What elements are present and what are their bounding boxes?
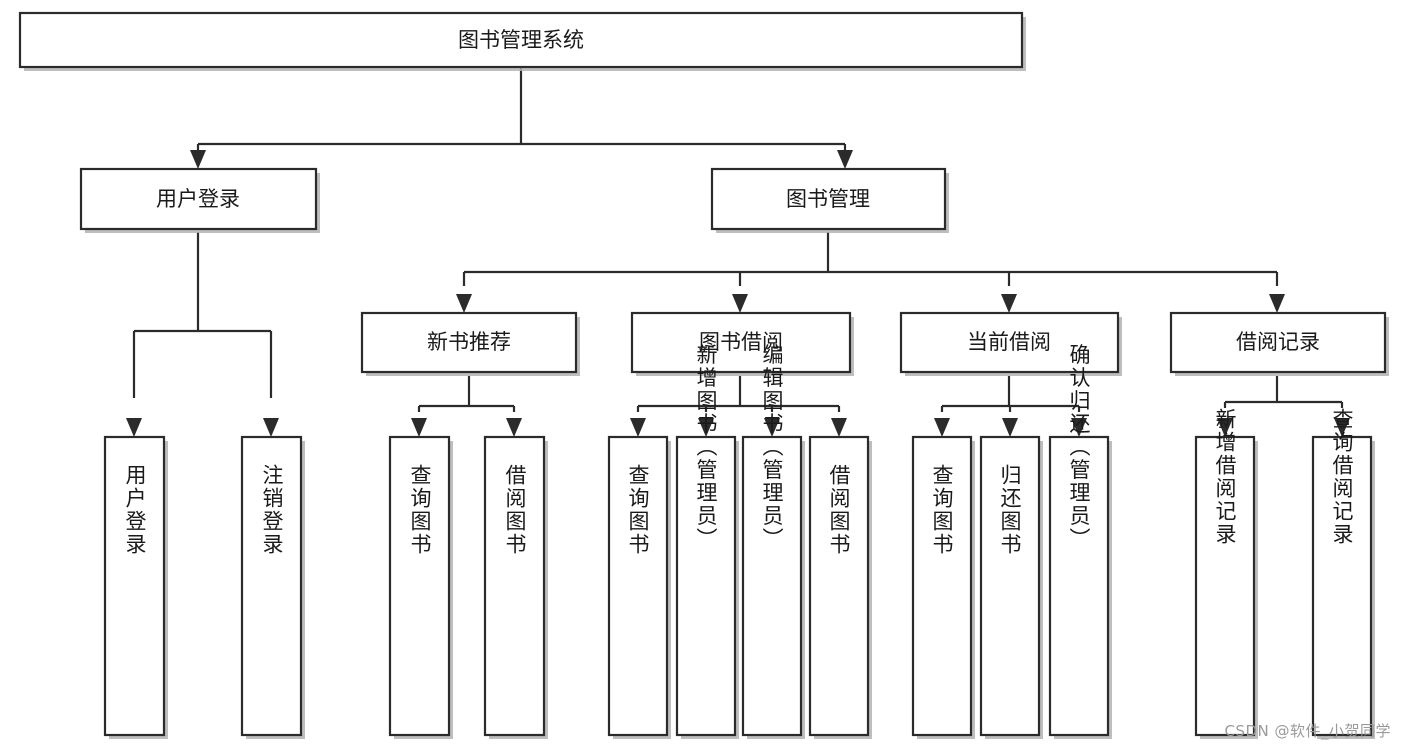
leaf-recommend-borrow-book-label: 借阅图书 xyxy=(503,464,527,556)
leaf-current-return-book[interactable]: 归还图书 xyxy=(979,435,1043,739)
arrow-to-leaf-borrow-book-1 xyxy=(506,418,522,437)
arrow-to-current-borrow xyxy=(1001,294,1017,313)
node-book-management[interactable]: 图书管理 xyxy=(710,167,949,233)
node-root-label: 图书管理系统 xyxy=(458,28,584,52)
leaf-recommend-query-book[interactable]: 查询图书 xyxy=(388,435,453,739)
node-current-borrow-label: 当前借阅 xyxy=(967,330,1051,354)
leaf-current-query-book[interactable]: 查询图书 xyxy=(911,435,975,739)
arrow-to-leaf-return-book xyxy=(1002,418,1018,437)
arrow-to-leaf-query-book-3 xyxy=(934,418,950,437)
arrow-to-book-management xyxy=(837,150,853,169)
arrow-to-book-borrow xyxy=(732,294,748,313)
leaf-user-login-label: 用户登录 xyxy=(123,464,147,556)
leaf-current-query-book-label: 查询图书 xyxy=(930,464,954,556)
leaf-borrow-add-book-label: 新增图书（管理员） xyxy=(694,344,718,551)
arrow-to-leaf-query-book-2 xyxy=(630,418,646,437)
node-root[interactable]: 图书管理系统 xyxy=(18,11,1026,71)
connector-recommend-to-leaves xyxy=(417,376,516,412)
node-borrow-record-label: 借阅记录 xyxy=(1236,330,1320,354)
leaf-borrow-borrow-book-label: 借阅图书 xyxy=(827,464,851,556)
leaf-borrow-query-book[interactable]: 查询图书 xyxy=(607,435,671,739)
node-current-borrow[interactable]: 当前借阅 xyxy=(899,311,1122,376)
node-book-borrow[interactable]: 图书借阅 xyxy=(630,311,854,376)
leaf-borrow-edit-book-label: 编辑图书（管理员） xyxy=(760,344,784,551)
leaf-borrow-add-book[interactable]: 新增图书（管理员） xyxy=(675,344,739,740)
connector-bookmgmt-to-level3 xyxy=(462,232,1279,286)
node-borrow-record[interactable]: 借阅记录 xyxy=(1169,311,1389,376)
arrow-to-new-book-recommend xyxy=(456,294,472,313)
node-new-book-recommend[interactable]: 新书推荐 xyxy=(360,311,580,376)
leaf-record-add-record-label: 新增借阅记录 xyxy=(1213,408,1237,546)
node-new-book-recommend-label: 新书推荐 xyxy=(427,330,511,354)
node-user-login[interactable]: 用户登录 xyxy=(79,167,320,233)
leaf-record-query-record[interactable]: 查询借阅记录 xyxy=(1311,408,1375,739)
connector-userlogin-to-leaves xyxy=(132,232,273,398)
arrow-to-leaf-logout xyxy=(263,418,279,437)
leaf-current-return-book-label: 归还图书 xyxy=(998,464,1022,556)
arrow-to-leaf-user-login xyxy=(126,418,142,437)
node-book-borrow-label: 图书借阅 xyxy=(699,330,783,354)
connector-root-to-level2 xyxy=(196,67,847,153)
leaf-current-confirm-return[interactable]: 确认归还（管理员） xyxy=(1048,344,1112,740)
arrow-to-borrow-record xyxy=(1269,294,1285,313)
leaf-record-query-record-label: 查询借阅记录 xyxy=(1330,408,1354,546)
node-user-login-label: 用户登录 xyxy=(156,187,240,211)
leaf-user-login[interactable]: 用户登录 xyxy=(103,435,168,739)
leaf-borrow-query-book-label: 查询图书 xyxy=(626,464,650,556)
leaf-logout[interactable]: 注销登录 xyxy=(240,435,305,739)
leaf-current-confirm-return-label: 确认归还（管理员） xyxy=(1067,344,1091,551)
connector-borrow-to-leaves xyxy=(636,376,841,412)
arrow-to-leaf-borrow-book-2 xyxy=(831,418,847,437)
arrow-to-leaf-query-book-1 xyxy=(411,418,427,437)
leaf-recommend-query-book-label: 查询图书 xyxy=(408,464,432,556)
node-book-management-label: 图书管理 xyxy=(786,187,870,211)
leaf-borrow-edit-book[interactable]: 编辑图书（管理员） xyxy=(741,344,805,740)
arrow-to-user-login xyxy=(190,150,206,169)
leaf-record-add-record[interactable]: 新增借阅记录 xyxy=(1194,408,1258,739)
leaf-borrow-borrow-book[interactable]: 借阅图书 xyxy=(808,435,872,739)
leaf-logout-label: 注销登录 xyxy=(260,464,284,556)
leaf-recommend-borrow-book[interactable]: 借阅图书 xyxy=(483,435,548,739)
connector-record-to-leaves xyxy=(1223,376,1344,408)
connector-current-to-leaves xyxy=(940,376,1081,412)
